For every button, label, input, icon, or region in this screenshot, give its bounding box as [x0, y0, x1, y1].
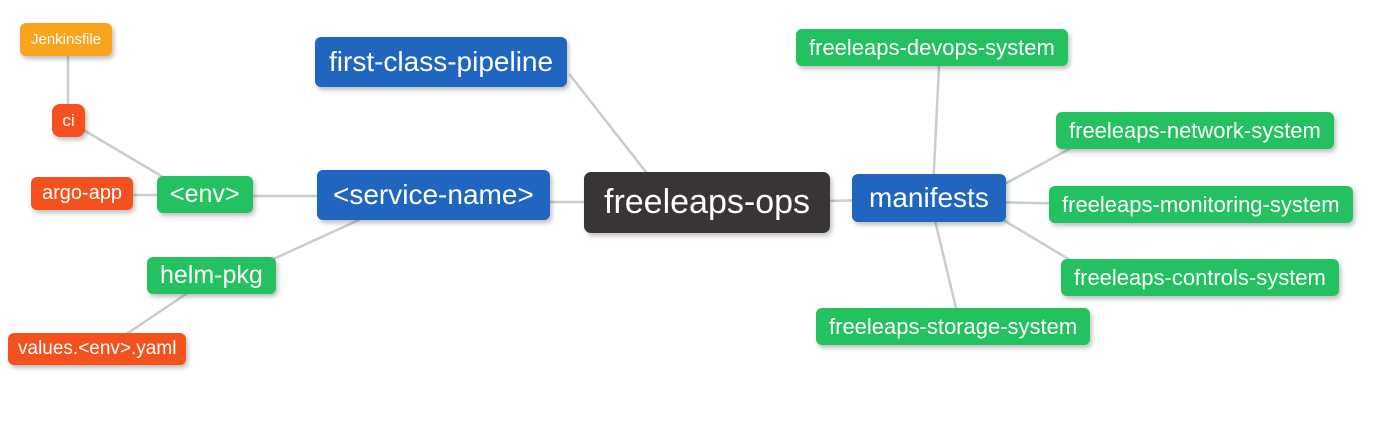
node-freeleaps-devops-system[interactable]: freeleaps-devops-system: [796, 29, 1068, 67]
node-values-env-yaml[interactable]: values.<env>.yaml: [8, 333, 187, 365]
edge-pipeline-freeleaps-ops: [568, 73, 662, 192]
node-argo-app[interactable]: argo-app: [31, 177, 134, 210]
node-freeleaps-storage-system[interactable]: freeleaps-storage-system: [816, 308, 1091, 346]
edge-manifests-devops: [931, 43, 942, 192]
node-service-name[interactable]: <service-name>: [317, 170, 550, 221]
node-jenkinsfile[interactable]: Jenkinsfile: [20, 23, 113, 57]
node-first-class-pipeline[interactable]: first-class-pipeline: [315, 37, 568, 88]
node-helm-pkg[interactable]: helm-pkg: [147, 257, 276, 294]
node-manifests[interactable]: manifests: [852, 174, 1006, 223]
node-freeleaps-ops[interactable]: freeleaps-ops: [584, 172, 831, 234]
node-env[interactable]: <env>: [157, 176, 253, 213]
node-ci[interactable]: ci: [52, 104, 85, 137]
node-freeleaps-network-system[interactable]: freeleaps-network-system: [1056, 112, 1334, 150]
node-freeleaps-controls-system[interactable]: freeleaps-controls-system: [1061, 259, 1339, 297]
node-freeleaps-monitoring-system[interactable]: freeleaps-monitoring-system: [1049, 186, 1353, 224]
edge-manifests-storage: [931, 210, 962, 327]
